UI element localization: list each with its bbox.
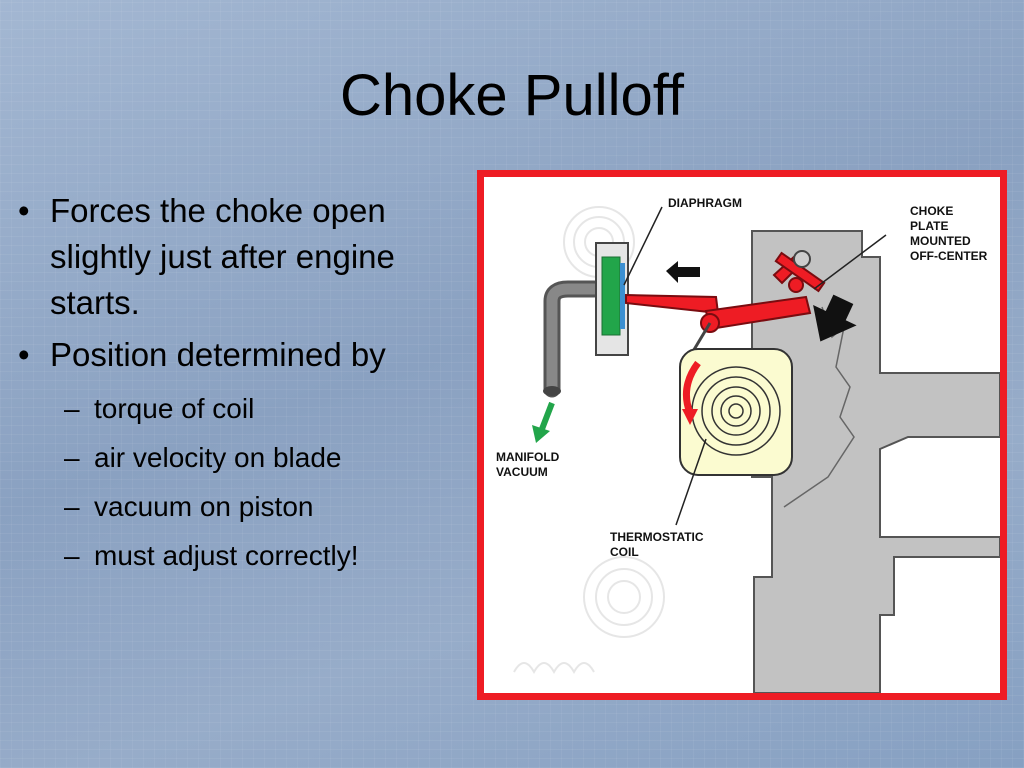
choke-plate-label-line3: MOUNTED	[910, 234, 971, 248]
callout-lines	[623, 206, 887, 526]
bullet-dot: •	[18, 336, 30, 373]
choke-plate-label-line1: CHOKE	[910, 204, 953, 218]
diaphragm-plate	[620, 263, 625, 329]
sub-bullet-text: vacuum on piston	[94, 491, 314, 522]
vacuum-flow-arrowhead	[532, 425, 550, 443]
choke-pulloff-diagram: DIAPHRAGM CHOKE PLATE MOUNTED OFF-CENTER…	[477, 170, 1007, 700]
coil-link-rod	[690, 322, 712, 354]
sub-bullet-dash: –	[64, 393, 80, 424]
bullet-item: • Forces the choke open slightly just af…	[14, 188, 474, 326]
sub-bullet-list: –torque of coil –air velocity on blade –…	[14, 384, 474, 580]
vacuum-hose-fill	[546, 283, 600, 395]
bullet-text: Forces the choke open slightly just afte…	[50, 192, 395, 321]
vacuum-flow-arrow	[539, 401, 555, 431]
sub-bullet-text: must adjust correctly!	[94, 540, 359, 571]
sub-bullet-dash: –	[64, 442, 80, 473]
sub-bullet-dash: –	[64, 540, 80, 571]
carburetor-housing	[751, 230, 1000, 693]
vacuum-hose	[543, 280, 603, 398]
diagram-svg: DIAPHRAGM CHOKE PLATE MOUNTED OFF-CENTER…	[496, 196, 1000, 693]
bullet-item: • Position determined by	[14, 332, 474, 378]
sub-bullet-item: –must adjust correctly!	[14, 531, 474, 580]
pull-direction-arrow	[666, 261, 700, 283]
thermostatic-coil-housing	[679, 348, 793, 476]
diaphragm-label: DIAPHRAGM	[668, 196, 742, 210]
thermostatic-coil-label-line1: THERMOSTATIC	[610, 530, 704, 544]
bullet-list: • Forces the choke open slightly just af…	[14, 188, 474, 580]
slide-title: Choke Pulloff	[340, 63, 684, 128]
choke-plate-label-line4: OFF-CENTER	[910, 249, 988, 263]
choke-plate-label-line2: PLATE	[910, 219, 948, 233]
diaphragm-element	[601, 256, 621, 336]
hose-end	[543, 386, 561, 396]
bullet-dot: •	[18, 192, 30, 229]
sub-bullet-text: torque of coil	[94, 393, 255, 424]
sub-bullet-dash: –	[64, 491, 80, 522]
thermostatic-coil-label-line2: COIL	[610, 545, 639, 559]
sub-bullet-item: –torque of coil	[14, 384, 474, 433]
choke-rotation-arrow	[813, 294, 857, 342]
sub-bullet-container: –torque of coil –air velocity on blade –…	[14, 384, 474, 580]
manifold-vacuum-label-line1: MANIFOLD	[496, 450, 560, 464]
bullet-text: Position determined by	[50, 336, 386, 373]
sub-bullet-item: –vacuum on piston	[14, 482, 474, 531]
coil-rotation-arrowhead	[682, 409, 698, 425]
sub-bullet-item: –air velocity on blade	[14, 433, 474, 482]
sub-bullet-text: air velocity on blade	[94, 442, 342, 473]
manifold-vacuum-label-line2: VACUUM	[496, 465, 548, 479]
choke-linkage	[625, 250, 826, 333]
coil-rotation-arrow	[682, 360, 701, 415]
